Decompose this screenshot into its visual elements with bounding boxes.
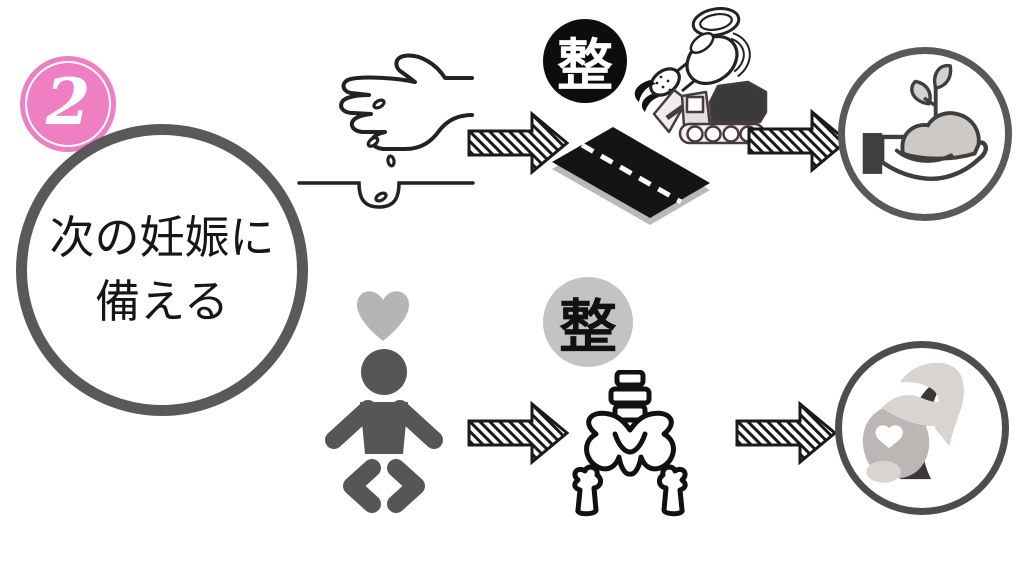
pelvis-icon <box>563 370 697 520</box>
baby-icon <box>320 346 448 514</box>
hand-sowing-seeds-icon <box>293 42 477 214</box>
flow-arrow-icon <box>746 108 850 174</box>
new-road-icon <box>535 115 725 230</box>
dump-truck-icon <box>640 78 770 154</box>
topic-line-1: 次の妊娠に <box>49 211 275 265</box>
flow-arrow-icon <box>466 400 570 466</box>
pregnant-woman-circle <box>835 341 1009 515</box>
watering-can-icon <box>628 2 763 114</box>
prepare-badge-top: 整 <box>543 19 627 103</box>
step-number: 2 <box>45 64 91 140</box>
topic-line-2: 備える <box>95 275 229 328</box>
hand-holding-sprout-icon <box>862 63 988 181</box>
hand-holding-sprout-circle <box>838 47 1012 221</box>
heart-icon <box>352 286 414 344</box>
flow-arrow-icon <box>734 400 838 466</box>
prepare-badge-bottom: 整 <box>543 277 633 367</box>
main-topic-circle: 次の妊娠に 備える <box>16 124 308 416</box>
pregnant-woman-icon <box>862 362 964 483</box>
step-number-badge: 2 <box>20 56 116 152</box>
prepare-character-top: 整 <box>557 32 613 99</box>
prepare-character-bottom: 整 <box>558 293 617 361</box>
